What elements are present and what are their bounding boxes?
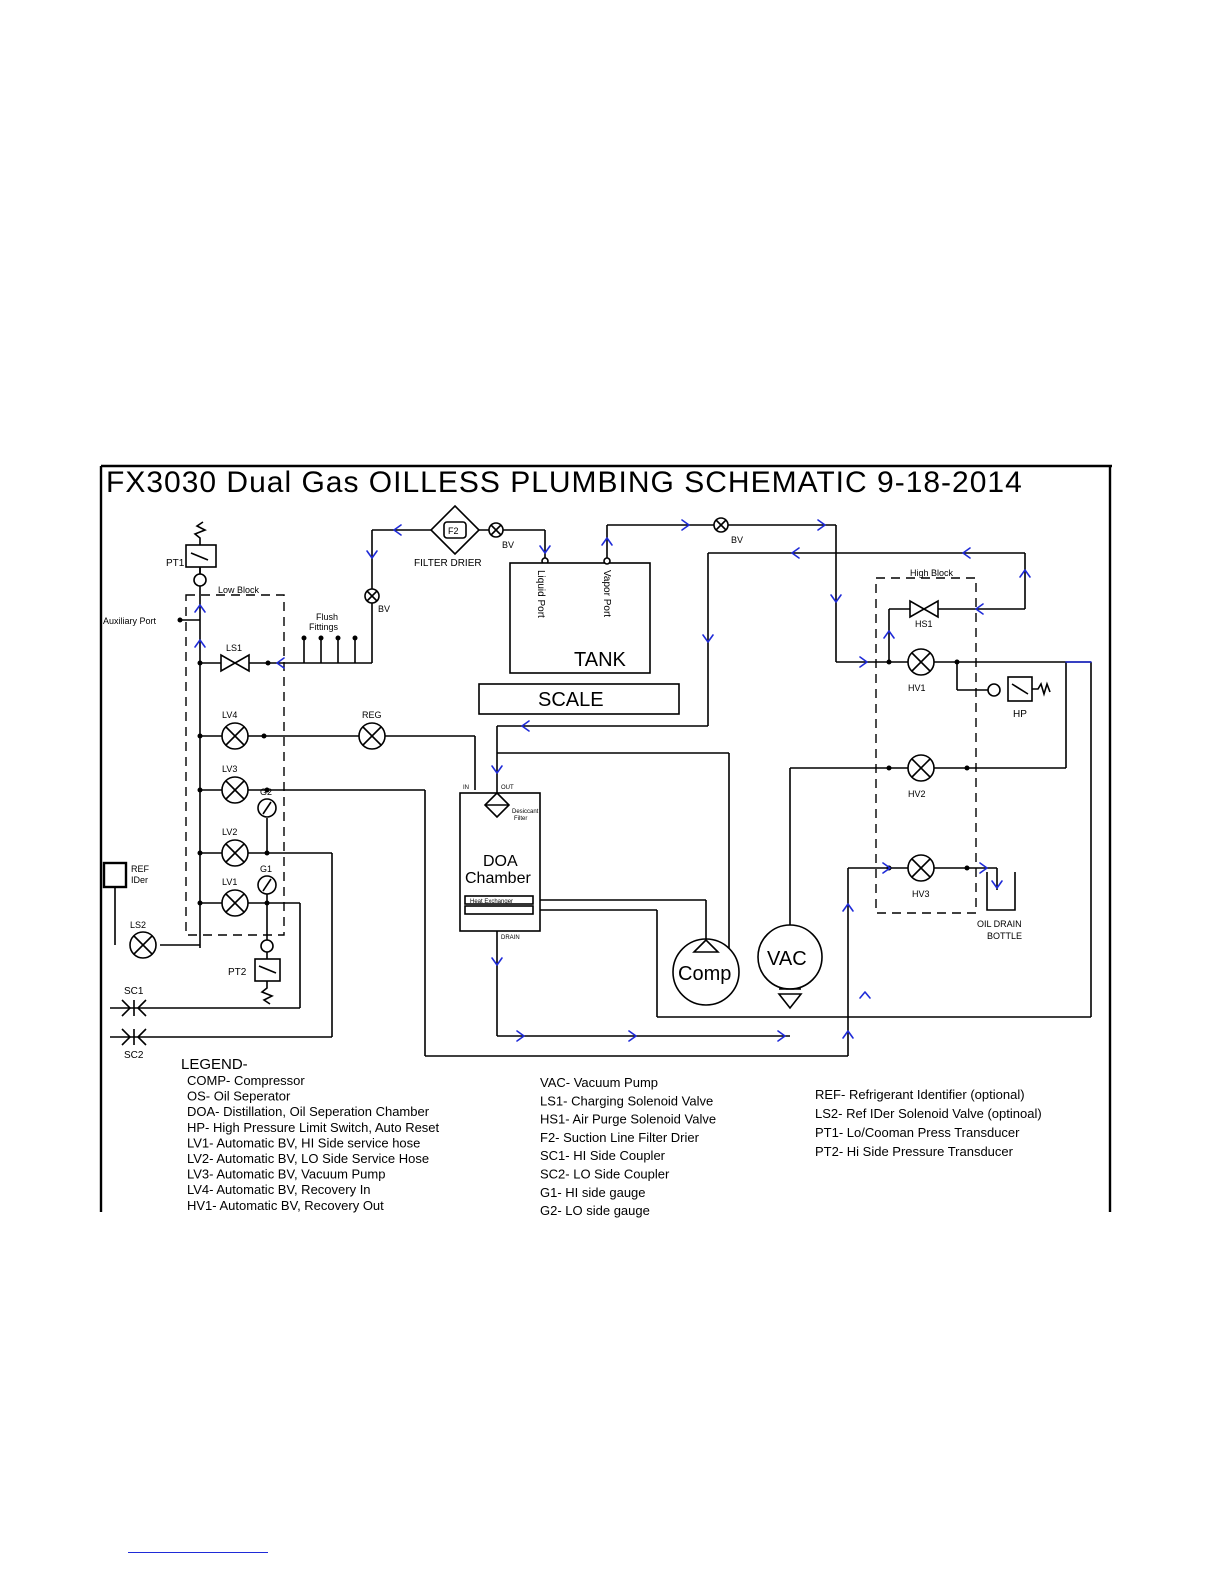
legend-entry: PT2- Hi Side Pressure Transducer — [815, 1144, 1014, 1159]
legend-entry: PT1- Lo/Cooman Press Transducer — [815, 1125, 1020, 1140]
tank-label: TANK — [574, 649, 627, 671]
refrigerant-tank: Liquid Port Vapor Port TANK BV — [509, 517, 836, 674]
bv-left-label: BV — [378, 604, 390, 614]
drain-label: DRAIN — [501, 935, 520, 941]
hv2-label: HV2 — [908, 789, 926, 799]
scale-label: SCALE — [538, 689, 604, 711]
lv4-label: LV4 — [222, 710, 237, 720]
legend-entry: COMP- Compressor — [187, 1073, 305, 1088]
legend-entry: LV3- Automatic BV, Vacuum Pump — [187, 1167, 385, 1182]
flush-label-1: Flush — [316, 612, 338, 622]
flush-fittings: Flush Fittings — [301, 612, 358, 663]
desiccant-label-2: Filter — [514, 816, 527, 822]
oil-drain-bottle: OIL DRAIN BOTTLE — [977, 872, 1022, 941]
vapor-port-label: Vapor Port — [601, 570, 612, 617]
sc1-coupler: SC1 — [110, 986, 300, 1017]
lv3-row: LV3 — [197, 764, 868, 1057]
legend-entry: G2- LO side gauge — [540, 1203, 650, 1218]
filter-drier-line: BV F2 FILTER DRIER BV — [364, 504, 549, 663]
legend-entry: SC2- LO Side Coupler — [540, 1167, 670, 1182]
flow-arrows — [194, 519, 1092, 1042]
vacuum-pump: VAC — [757, 767, 868, 1010]
desiccant-label-1: Desiccant — [512, 809, 539, 815]
legend-column-3: REF- Refrigerant Identifier (optional) LS… — [815, 1087, 1042, 1159]
heat-exchanger-label: Heat Exchanger — [470, 899, 513, 905]
drawing-frame — [99, 464, 1112, 1212]
legend-entry: LV1- Automatic BV, HI Side service hose — [187, 1135, 420, 1150]
auxiliary-port: Auxiliary Port — [103, 616, 200, 626]
liquid-port-label: Liquid Port — [535, 570, 546, 618]
legend-entry: REF- Refrigerant Identifier (optional) — [815, 1087, 1025, 1102]
hs1-label: HS1 — [915, 619, 933, 629]
bv-f2-label: BV — [502, 540, 514, 550]
ls2-label: LS2 — [130, 920, 146, 930]
doa-piping — [496, 552, 1092, 1037]
legend-entry: LV2- Automatic BV, LO Side Service Hose — [187, 1151, 429, 1166]
lv2-row: LV2 G2 — [197, 787, 333, 1037]
flush-label-2: Fittings — [309, 622, 339, 632]
legend-entry: OS- Oil Seperator — [187, 1089, 291, 1104]
pt1-label: PT1 — [166, 558, 185, 569]
high-block-label: High Block — [910, 568, 954, 578]
f2-label: F2 — [448, 526, 459, 536]
ref-identifier: REF IDer LS2 — [102, 861, 200, 959]
doa-label: DOA — [483, 853, 518, 870]
legend-entry: HV1- Automatic BV, Recovery Out — [187, 1198, 384, 1213]
pt1-transducer: PT1 — [166, 521, 217, 587]
lv1-row: LV1 G1 — [197, 864, 301, 1008]
legend-entry: SC1- HI Side Coupler — [540, 1148, 666, 1163]
ref-label-2: IDer — [131, 875, 148, 885]
legend-entry: VAC- Vacuum Pump — [540, 1075, 658, 1090]
lv1-label: LV1 — [222, 877, 237, 887]
filter-drier-label: FILTER DRIER — [414, 558, 482, 569]
hv3-label: HV3 — [912, 889, 930, 899]
legend-entry: LV4- Automatic BV, Recovery In — [187, 1182, 371, 1197]
legend-heading: LEGEND- — [181, 1056, 248, 1073]
lv3-label: LV3 — [222, 764, 237, 774]
auxiliary-port-label: Auxiliary Port — [103, 616, 157, 626]
in-label: IN — [463, 785, 469, 791]
doa-chamber: IN OUT Desiccant Filter DOA Chamber Heat… — [459, 785, 541, 941]
legend-entry: DOA- Distillation, Oil Seperation Chambe… — [187, 1104, 430, 1119]
sc2-coupler: SC2 — [110, 1028, 332, 1061]
oil-drain-label-1: OIL DRAIN — [977, 919, 1022, 929]
lv4-row: LV4 REG — [197, 710, 476, 790]
vac-label: VAC — [767, 948, 807, 970]
pt2-transducer: PT2 — [228, 939, 281, 1005]
ls1-row: LS1 — [197, 643, 372, 673]
ls1-label: LS1 — [226, 643, 242, 653]
sc2-label: SC2 — [124, 1050, 144, 1061]
ref-label-1: REF — [131, 864, 150, 874]
legend-entry: LS2- Ref IDer Solenoid Valve (optinoal) — [815, 1106, 1042, 1121]
oil-drain-label-2: BOTTLE — [987, 931, 1022, 941]
out-label: OUT — [501, 785, 514, 791]
bv-right-label: BV — [731, 535, 743, 545]
pt2-label: PT2 — [228, 967, 247, 978]
hv1-label: HV1 — [908, 683, 926, 693]
comp-label: Comp — [678, 963, 731, 985]
scale: SCALE — [478, 683, 680, 715]
low-block-label: Low Block — [218, 585, 260, 595]
footer-rule — [128, 1552, 268, 1553]
reg-label: REG — [362, 710, 382, 720]
lv2-label: LV2 — [222, 827, 237, 837]
g1-label: G1 — [260, 864, 272, 874]
high-block: High Block HS1 HV1 HP HV2 HV3 — [835, 525, 1091, 914]
diagram-title: FX3030 Dual Gas OILLESS PLUMBING SCHEMAT… — [106, 466, 1023, 499]
g2-label: G2 — [260, 787, 272, 797]
legend-entry: HP- High Pressure Limit Switch, Auto Res… — [187, 1120, 440, 1135]
legend-entry: G1- HI side gauge — [540, 1185, 646, 1200]
compressor: Comp — [672, 938, 740, 1006]
chamber-label-text: Chamber — [465, 870, 531, 887]
legend-entry: HS1- Air Purge Solenoid Valve — [540, 1112, 716, 1127]
legend-entry: LS1- Charging Solenoid Valve — [540, 1093, 713, 1108]
hp-label: HP — [1013, 709, 1027, 720]
sc1-label: SC1 — [124, 986, 144, 997]
legend-entry: F2- Suction Line Filter Drier — [540, 1130, 700, 1145]
